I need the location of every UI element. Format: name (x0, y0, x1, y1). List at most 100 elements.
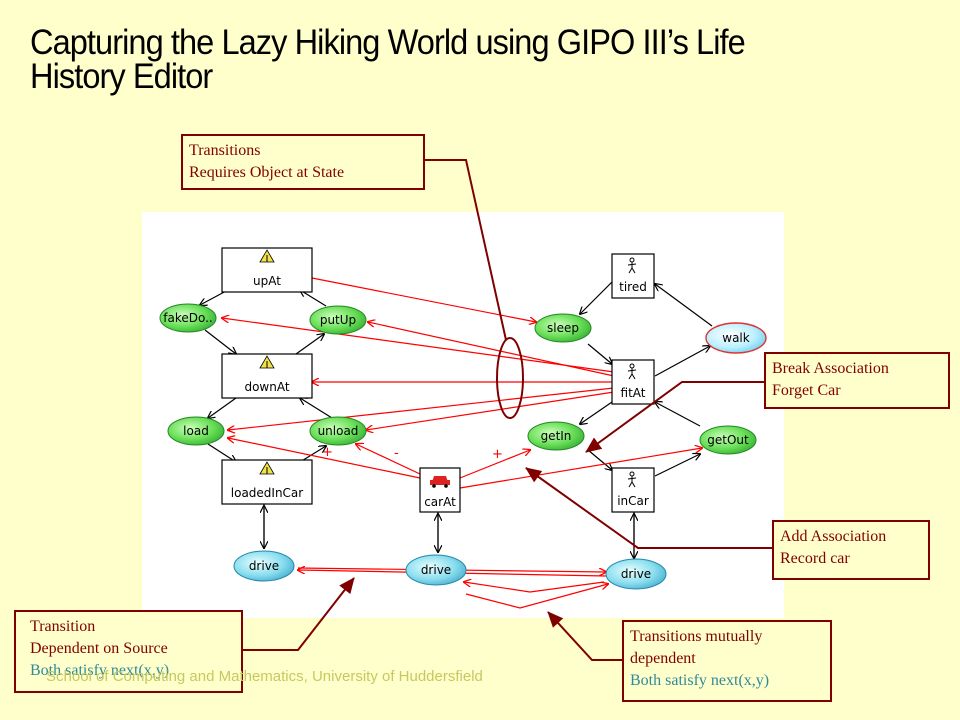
callout-mutual-line-2: dependent (630, 650, 696, 667)
edge-sleep-fitAt (587, 343, 612, 364)
svg-text:drive: drive (621, 567, 651, 581)
dep-carAt-getOut (459, 448, 702, 489)
svg-text:fakeDo..: fakeDo.. (163, 311, 212, 325)
connector-break (585, 381, 766, 453)
dep-upAt-sleep (311, 277, 536, 322)
edge-putUp-upAt (300, 290, 327, 307)
transition-getOut[interactable]: getOut (699, 425, 757, 455)
state-loadedInCar[interactable]: loadedInCar (221, 459, 313, 505)
edge-downAt-putUp (295, 334, 324, 355)
highlight-ellipse (496, 337, 524, 419)
car-icon (430, 476, 450, 488)
callout-transition-dependent: Transition Dependent on Source Both sati… (14, 610, 243, 693)
dep-drive-mutual-right (465, 584, 608, 609)
transition-drive-3[interactable]: drive (605, 558, 667, 590)
svg-text:loadedInCar: loadedInCar (231, 486, 304, 500)
svg-text:downAt: downAt (244, 380, 289, 394)
edge-unload-downAt (300, 398, 333, 419)
svg-text:tired: tired (619, 280, 647, 294)
edge-load-loadedInCar (207, 443, 236, 462)
svg-text:upAt: upAt (253, 274, 281, 288)
transition-load[interactable]: load (167, 416, 225, 446)
sign-minus: - (394, 446, 399, 461)
svg-text:unload: unload (318, 424, 359, 438)
transition-sleep[interactable]: sleep (534, 313, 592, 343)
transition-drive-1[interactable]: drive (233, 550, 295, 582)
dep-fitAt-unload (366, 391, 615, 430)
connector-mutual (547, 611, 622, 661)
callout-mutual-line-3: Both satisfy next(x,y) (630, 672, 770, 689)
state-fitAt[interactable]: fitAt (611, 359, 655, 405)
svg-text:getIn: getIn (541, 429, 572, 443)
svg-text:putUp: putUp (320, 313, 356, 327)
svg-text:drive: drive (249, 559, 279, 573)
dep-fitAt-load (228, 387, 615, 430)
callout-mutually-dependent: Transitions mutually dependent Both sati… (622, 620, 832, 702)
callout-transition-line-1: Transition (30, 618, 96, 635)
dep-fitAt-fakeDo (222, 318, 615, 373)
callout-transitions: Transitions Requires Object at State (181, 134, 425, 190)
page-title: Capturing the Lazy Hiking World using GI… (30, 23, 867, 96)
edge-getOut-fitAt (655, 402, 701, 427)
dep-carAt-unload (356, 444, 421, 475)
title-line-2: History Editor (30, 57, 213, 96)
sign-plus-2: + (492, 447, 503, 462)
callout-connectors (242, 159, 774, 661)
svg-text:sleep: sleep (547, 321, 579, 335)
transition-getIn[interactable]: getIn (527, 421, 585, 451)
dep-carAt-getIn (459, 450, 530, 479)
svg-text:load: load (183, 424, 209, 438)
edge-loadedInCar-unload (299, 446, 326, 463)
edge-tired-sleep (580, 281, 613, 314)
hiker-icon (627, 257, 637, 274)
transition-fakeDo[interactable]: fakeDo.. (159, 303, 217, 333)
callout-add-line-2: Record car (780, 550, 850, 567)
state-inCar[interactable]: inCar (611, 467, 655, 513)
svg-text:walk: walk (722, 331, 750, 345)
edge-fitAt-walk (654, 346, 710, 377)
callout-transitions-line-2: Requires Object at State (189, 164, 345, 181)
transition-putUp[interactable]: putUp (309, 305, 367, 335)
svg-text:carAt: carAt (424, 495, 456, 509)
edge-fakeDo-downAt (204, 329, 236, 354)
state-tired[interactable]: tired (611, 253, 655, 299)
dependency-arrows (222, 277, 702, 609)
tent-icon (259, 355, 275, 369)
state-downAt[interactable]: downAt (221, 353, 313, 399)
hiker-icon (627, 471, 637, 488)
transition-walk[interactable]: walk (705, 322, 767, 354)
callout-break-line-2: Forget Car (772, 382, 841, 399)
callout-break-association: Break Association Forget Car (764, 352, 950, 409)
callout-break-line-1: Break Association (772, 360, 889, 377)
callout-transition-line-2: Dependent on Source (30, 640, 168, 657)
tent-icon (259, 461, 275, 475)
callout-transition-line-3: Both satisfy next(x,y) (30, 662, 170, 679)
connector-add (525, 467, 774, 549)
edge-getIn-inCar (587, 449, 612, 470)
state-upAt[interactable]: upAt (221, 247, 313, 293)
edge-fitAt-getIn (580, 401, 613, 424)
transition-drive-2[interactable]: drive (405, 554, 467, 586)
callout-transitions-line-1: Transitions (189, 142, 261, 159)
sign-plus-1: + (322, 445, 333, 460)
dep-fitAt-putUp (368, 322, 615, 377)
edge-inCar-getOut (654, 454, 700, 477)
state-carAt[interactable]: carAt (419, 467, 461, 513)
edge-downAt-load (208, 397, 237, 418)
transition-unload[interactable]: unload (309, 416, 367, 446)
footer-text: School of Computing and Mathematics, Uni… (46, 668, 483, 685)
svg-text:fitAt: fitAt (621, 386, 646, 400)
callout-add-association: Add Association Record car (772, 520, 930, 580)
hiker-icon (627, 363, 637, 380)
title-line-1: Capturing the Lazy Hiking World using GI… (30, 23, 746, 62)
connector-transition (242, 577, 355, 651)
callout-mutual-line-1: Transitions mutually (630, 628, 763, 645)
tent-icon (259, 249, 275, 263)
svg-text:getOut: getOut (707, 433, 749, 447)
edge-walk-tired (655, 284, 713, 327)
svg-text:drive: drive (421, 563, 451, 577)
lifecycle-edges (200, 281, 713, 558)
callout-add-line-1: Add Association (780, 528, 887, 545)
svg-text:inCar: inCar (617, 494, 649, 508)
